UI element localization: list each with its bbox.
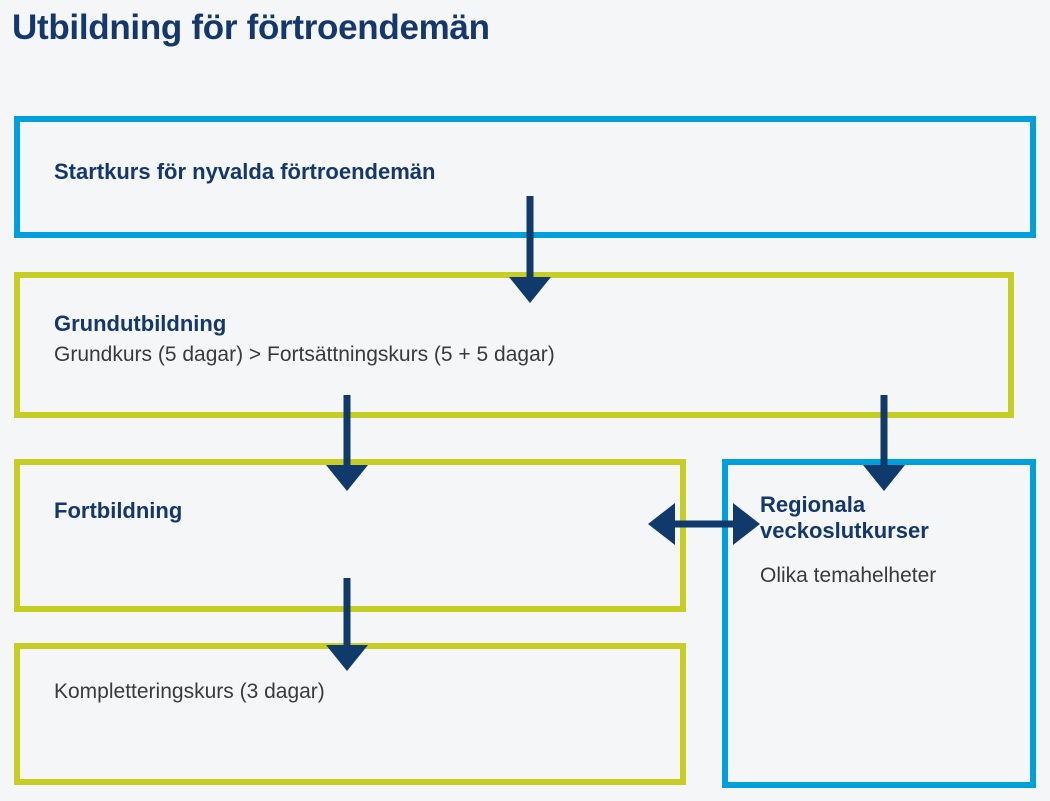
node-startkurs[interactable]: Startkurs för nyvalda förtroendemän <box>14 116 1036 238</box>
node-kompletteringskurs[interactable]: Kompletteringskurs (3 dagar) <box>14 643 686 785</box>
node-grundutbildning-subtitle: Grundkurs (5 dagar) > Fortsättningskurs … <box>54 343 555 366</box>
node-grundutbildning-title: Grundutbildning <box>54 311 227 336</box>
node-fortbildning-title: Fortbildning <box>54 498 183 523</box>
node-regionala-title: Regionala veckoslutkurser <box>760 492 929 543</box>
node-grundutbildning[interactable]: Grundutbildning Grundkurs (5 dagar) > Fo… <box>14 272 1014 418</box>
page-title: Utbildning för förtroendemän <box>12 8 490 47</box>
node-startkurs-title: Startkurs för nyvalda förtroendemän <box>54 159 436 184</box>
node-regionala-subtitle: Olika temahelheter <box>760 564 937 587</box>
node-fortbildning[interactable]: Fortbildning <box>14 459 686 612</box>
node-regionala[interactable]: Regionala veckoslutkurser Olika temahelh… <box>722 459 1036 788</box>
node-kompletteringskurs-subtitle: Kompletteringskurs (3 dagar) <box>54 680 325 703</box>
